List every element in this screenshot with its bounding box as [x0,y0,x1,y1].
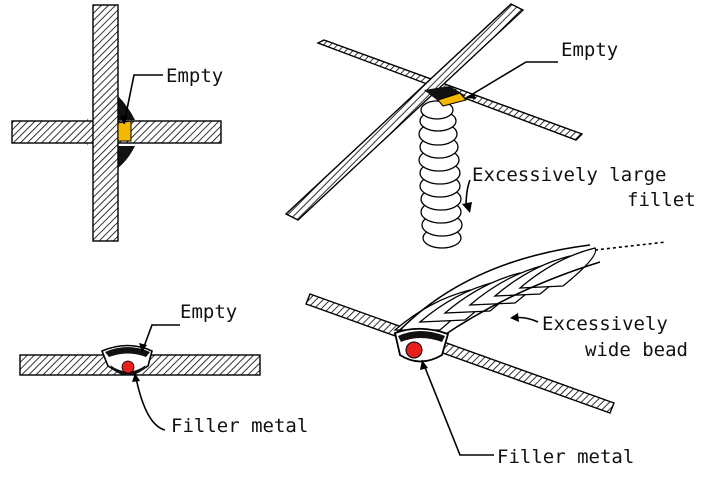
filler-leader [421,359,494,456]
filler-metal-dot [121,360,135,374]
rising-diagonal-plate [284,3,525,221]
long-plate [305,293,615,414]
fillet-label-line2: fillet [627,189,696,211]
empty-void [117,120,132,142]
empty-label: Empty [166,65,223,87]
butt-joint-section: Empty Filler metal [19,301,308,437]
filler-metal-label: Filler metal [171,415,308,437]
empty-arrowhead [466,93,476,99]
wide-bead-ripples [393,241,667,339]
empty-leader [123,74,163,125]
fillet-label-line1: Excessively large [472,164,666,186]
empty-label: Empty [561,39,618,61]
filler-arrowhead [420,360,428,370]
butt-joint-wide-bead: Excessively wide bead Filler metal [305,241,688,468]
empty-arrowhead [120,116,128,124]
empty-leader [465,61,558,99]
bead-arrowhead [510,313,519,322]
filler-leader [134,372,166,431]
weld-cap [398,331,445,342]
weld-cap [105,347,150,357]
fillet-arrowhead [462,202,472,213]
cruciform-joint: Empty [11,4,223,242]
bead-label-line2: wide bead [585,339,688,361]
empty-leader [141,324,180,353]
fillet-ripples [418,100,463,249]
bead-label-line1: Excessively [542,313,668,335]
vertical-plate [92,4,119,242]
weld-root [110,365,146,376]
tee-joint-large-fillet: Empty Excessively large fillet [284,3,696,249]
filler-metal-label: Filler metal [497,446,634,468]
empty-arrowhead [139,343,147,352]
filler-metal-dot [405,341,423,359]
filler-arrowhead [132,373,140,382]
empty-void [437,92,467,107]
empty-label: Empty [180,301,237,323]
fillet-bottom-right [118,146,135,168]
